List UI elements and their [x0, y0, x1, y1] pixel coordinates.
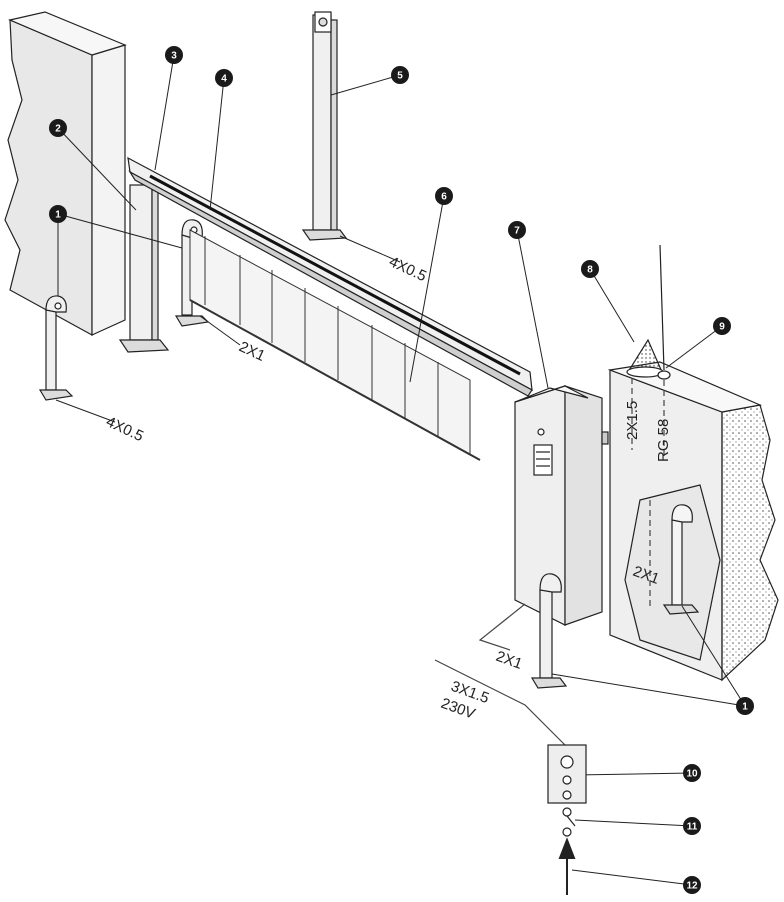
callout-number: 7	[514, 226, 520, 237]
boom-arm	[127, 156, 533, 397]
barrier-cabinet	[514, 385, 609, 626]
callout-c1b: 1	[736, 697, 754, 715]
left-photocell-post	[38, 295, 74, 401]
cable-label-photocell-column: 4X0.5	[386, 253, 429, 285]
callout-number: 1	[55, 210, 61, 221]
boom-skirt	[189, 229, 481, 461]
callout-badge	[215, 69, 233, 87]
cable-label-barrier-post: 2X1	[494, 648, 525, 673]
callout-c1a: 1	[49, 205, 67, 223]
callout-badge	[165, 46, 183, 64]
callout-c2: 2	[49, 119, 67, 137]
callout-number: 4	[221, 74, 227, 85]
mains-switch	[562, 807, 576, 837]
mains-junction-box	[547, 744, 587, 804]
callout-badge	[683, 817, 701, 835]
callout-number: 9	[719, 322, 725, 333]
right-wall	[607, 361, 779, 682]
flashing-light	[626, 338, 664, 378]
callout-c4: 4	[215, 69, 233, 87]
callout-badge	[49, 205, 67, 223]
cable-label-antenna: RG 58	[655, 419, 672, 462]
callout-number: 2	[55, 124, 61, 135]
callout-badge	[435, 187, 453, 205]
callout-c10: 10	[683, 764, 701, 782]
callout-number: 5	[397, 71, 403, 82]
callout-badge	[581, 260, 599, 278]
callout-c9: 9	[713, 317, 731, 335]
callout-number: 3	[171, 51, 177, 62]
callout-number: 10	[686, 769, 698, 780]
callout-c6: 6	[435, 187, 453, 205]
barrier-photocell-post	[530, 573, 568, 689]
callout-c7: 7	[508, 221, 526, 239]
callout-badge	[713, 317, 731, 335]
mains-supply-arrow	[558, 837, 576, 895]
leader-lines	[55, 54, 746, 886]
callout-c3: 3	[165, 46, 183, 64]
receiver-column	[118, 184, 170, 353]
callout-badge	[391, 66, 409, 84]
callout-c11: 11	[683, 817, 701, 835]
callout-number: 1	[742, 702, 748, 713]
callout-number: 6	[441, 192, 447, 203]
cable-label-fence-support: 2X1	[236, 338, 267, 365]
callout-number: 8	[587, 265, 593, 276]
antenna	[657, 244, 671, 380]
callout-badge	[683, 764, 701, 782]
photocell-column	[301, 11, 348, 241]
cable-label-flashing-light: 2X1.5	[624, 401, 641, 440]
callout-badge	[736, 697, 754, 715]
callout-badge	[49, 119, 67, 137]
callout-badge	[683, 876, 701, 894]
left-wall	[4, 11, 127, 337]
cable-label-left-post: 4X0.5	[103, 413, 146, 445]
callout-badge	[508, 221, 526, 239]
callout-number: 12	[686, 881, 698, 892]
callout-number: 11	[687, 822, 698, 833]
cable-routes	[434, 378, 665, 746]
callout-c8: 8	[581, 260, 599, 278]
callout-c5: 5	[391, 66, 409, 84]
callout-c12: 12	[683, 876, 701, 894]
